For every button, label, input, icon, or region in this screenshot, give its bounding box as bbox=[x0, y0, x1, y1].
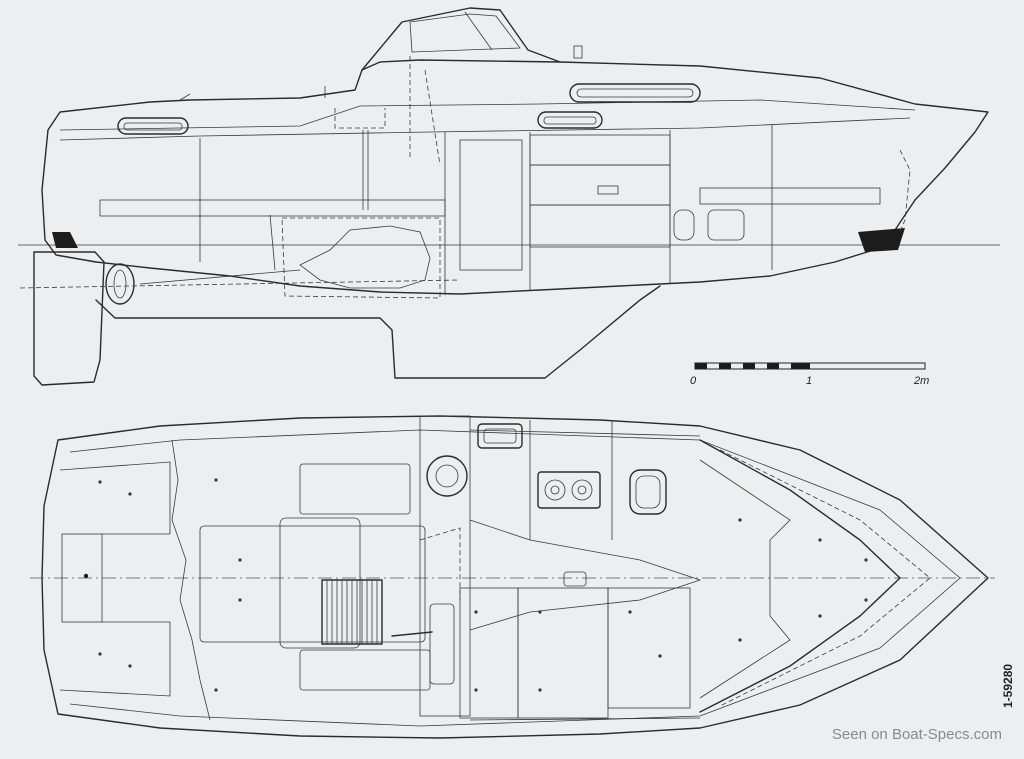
winch bbox=[426, 455, 468, 497]
cabin-edge bbox=[469, 429, 701, 437]
grating-slats bbox=[326, 580, 378, 644]
saloon-table bbox=[469, 519, 702, 631]
hull-outline bbox=[41, 59, 989, 295]
table-fitting bbox=[563, 571, 587, 587]
galley-sink-basin bbox=[635, 475, 661, 509]
boot-stripe-fwd bbox=[858, 228, 905, 252]
scale-bar-segment bbox=[695, 363, 707, 369]
break-line bbox=[171, 439, 211, 721]
scale-bar: 0 1 2m bbox=[690, 362, 929, 387]
prop-shaft bbox=[139, 269, 301, 285]
cockpit-well bbox=[199, 525, 426, 643]
scale-bar-segment bbox=[791, 363, 810, 369]
reference-line bbox=[19, 279, 461, 289]
scale-bar-segment bbox=[767, 363, 779, 369]
sheer-line bbox=[59, 117, 911, 141]
v-berth-cushion bbox=[699, 459, 791, 699]
v-berth-outline bbox=[699, 439, 901, 713]
galley-shelf bbox=[529, 134, 671, 166]
door-swing bbox=[419, 527, 461, 600]
scale-label-0: 0 bbox=[690, 375, 697, 387]
scale-label-2m: 2m bbox=[913, 375, 929, 387]
v-berth-top bbox=[699, 187, 881, 205]
engine bbox=[299, 225, 431, 289]
propeller-blade bbox=[113, 269, 127, 299]
cross-markers bbox=[98, 478, 868, 692]
drawing-number: 1-59280 bbox=[1001, 663, 1015, 708]
settee-center bbox=[517, 587, 609, 719]
cabin-top bbox=[361, 7, 561, 71]
plan-hull-outline bbox=[41, 415, 989, 739]
stern-locker bbox=[61, 533, 103, 623]
porthole-aft-glass bbox=[123, 122, 183, 131]
engine-room bbox=[281, 217, 441, 299]
stern-rail bbox=[179, 93, 191, 101]
cockpit-seats bbox=[59, 461, 171, 697]
windshield-frame bbox=[464, 11, 493, 51]
scale-bar-segment bbox=[719, 363, 731, 369]
forward-hatch bbox=[477, 423, 523, 449]
settee-port bbox=[607, 587, 691, 709]
washboard bbox=[429, 603, 455, 685]
deck-line bbox=[59, 99, 916, 131]
boot-stripe-aft bbox=[52, 232, 78, 248]
keel bbox=[95, 285, 661, 379]
locker-door bbox=[707, 209, 745, 241]
galley-cabinet bbox=[529, 164, 671, 206]
tiller bbox=[391, 631, 433, 637]
rudder bbox=[33, 251, 105, 386]
forward-hatch-glass bbox=[483, 428, 517, 444]
bow-section bbox=[899, 149, 911, 233]
stove-burner-center bbox=[577, 485, 587, 495]
propeller bbox=[105, 263, 135, 305]
oval-door bbox=[673, 209, 695, 241]
scale-bar-segment bbox=[743, 363, 755, 369]
scale-label-1: 1 bbox=[806, 375, 812, 387]
porthole-mid-glass bbox=[543, 116, 597, 125]
stove-burner bbox=[571, 479, 593, 501]
galley-stove bbox=[597, 185, 619, 195]
stern-fitting bbox=[83, 573, 89, 579]
porthole-cabin bbox=[569, 83, 701, 103]
galley-stove bbox=[537, 471, 601, 509]
cockpit-sole-grate bbox=[279, 517, 361, 649]
winch-drum bbox=[435, 464, 459, 488]
cabin-edge bbox=[469, 717, 701, 721]
support-strut bbox=[269, 214, 276, 271]
settee-base bbox=[529, 204, 671, 248]
source-watermark: Seen on Boat-Specs.com bbox=[831, 726, 1002, 743]
settee-starboard bbox=[459, 587, 519, 719]
v-berth-dashed bbox=[719, 449, 931, 707]
stove-burner-center bbox=[550, 485, 560, 495]
companionway bbox=[419, 415, 471, 717]
side-profile-view bbox=[18, 7, 1000, 386]
stove-burner bbox=[544, 479, 566, 501]
ventilator bbox=[573, 45, 583, 59]
aft-deck-panel bbox=[299, 463, 411, 515]
cockpit-sole bbox=[99, 199, 446, 217]
companionway-hatch bbox=[334, 56, 441, 166]
door-panel bbox=[459, 139, 523, 271]
plan-view bbox=[30, 415, 995, 739]
porthole-aft bbox=[117, 117, 189, 135]
windshield bbox=[409, 13, 521, 53]
aft-deck-panel bbox=[299, 649, 431, 691]
galley-sink bbox=[629, 469, 667, 515]
porthole-mid bbox=[537, 111, 603, 129]
porthole-cabin-glass bbox=[576, 88, 694, 98]
